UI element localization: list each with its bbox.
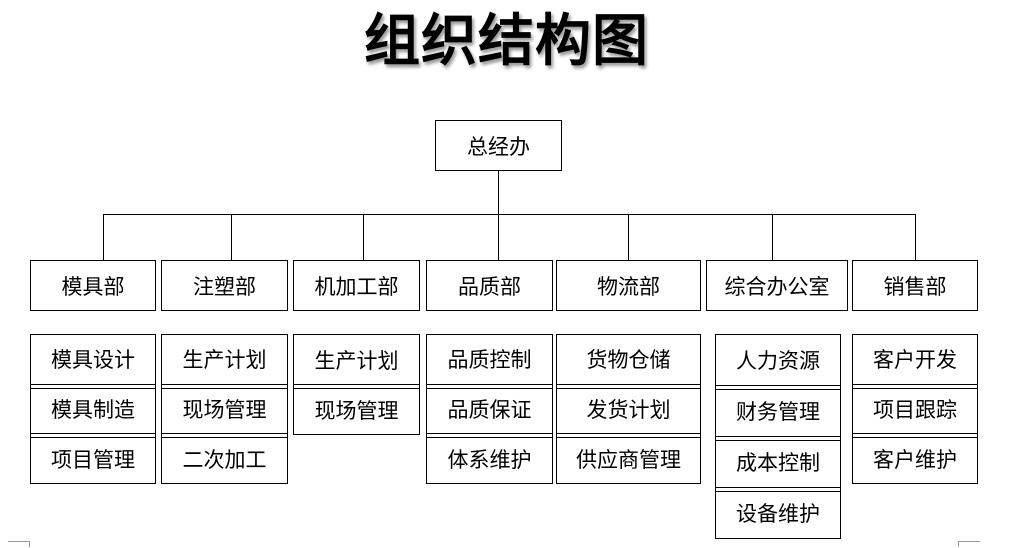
dept-node: 注塑部 — [161, 260, 288, 311]
function-list: 人力资源 财务管理 成本控制 设备维护 — [715, 334, 841, 539]
dept-node: 综合办公室 — [706, 260, 848, 311]
dept-node: 品质部 — [426, 260, 553, 311]
dept-connector — [231, 214, 232, 260]
function-item: 供应商管理 — [557, 433, 700, 483]
function-item: 模具制造 — [31, 383, 155, 434]
function-item: 货物仓储 — [586, 348, 671, 373]
function-item: 财务管理 — [716, 385, 840, 436]
dept-connector — [915, 214, 916, 260]
function-item: 生产计划 — [182, 348, 267, 373]
function-item: 体系维护 — [427, 433, 552, 483]
function-item: 客户开发 — [873, 348, 957, 373]
function-item: 项目跟踪 — [853, 383, 977, 434]
function-item: 现场管理 — [294, 384, 419, 434]
dept-connector — [628, 214, 629, 260]
page-title: 组织结构图 — [364, 8, 649, 74]
dept-connector — [772, 214, 773, 260]
function-list: 货物仓储 发货计划 供应商管理 — [556, 334, 701, 484]
function-item: 设备维护 — [716, 487, 840, 538]
function-item: 模具设计 — [51, 348, 135, 373]
function-item: 发货计划 — [557, 383, 700, 434]
dept-node: 物流部 — [556, 260, 701, 311]
root-node: 总经办 — [435, 120, 562, 171]
page-corner-mark — [958, 541, 980, 547]
dept-connector — [498, 214, 499, 260]
dept-node: 模具部 — [30, 260, 156, 311]
function-item: 品质控制 — [447, 348, 532, 373]
function-list: 品质控制 品质保证 体系维护 — [426, 334, 553, 484]
horizontal-connector — [103, 214, 916, 215]
dept-connector — [103, 214, 104, 260]
function-list: 生产计划 现场管理 — [293, 334, 420, 435]
page-corner-mark — [8, 541, 30, 547]
function-item: 现场管理 — [162, 383, 287, 434]
dept-node: 销售部 — [852, 260, 978, 311]
function-item: 项目管理 — [31, 433, 155, 483]
function-list: 生产计划 现场管理 二次加工 — [161, 334, 288, 484]
dept-connector — [363, 214, 364, 260]
function-item: 成本控制 — [716, 436, 840, 487]
function-list: 模具设计 模具制造 项目管理 — [30, 334, 156, 484]
function-item: 品质保证 — [427, 383, 552, 434]
function-list: 客户开发 项目跟踪 客户维护 — [852, 334, 978, 484]
dept-node: 机加工部 — [293, 260, 420, 311]
function-item: 生产计划 — [314, 348, 399, 373]
function-item: 人力资源 — [736, 349, 820, 373]
function-item: 二次加工 — [162, 433, 287, 483]
root-connector — [498, 170, 499, 215]
function-item: 客户维护 — [853, 433, 977, 483]
